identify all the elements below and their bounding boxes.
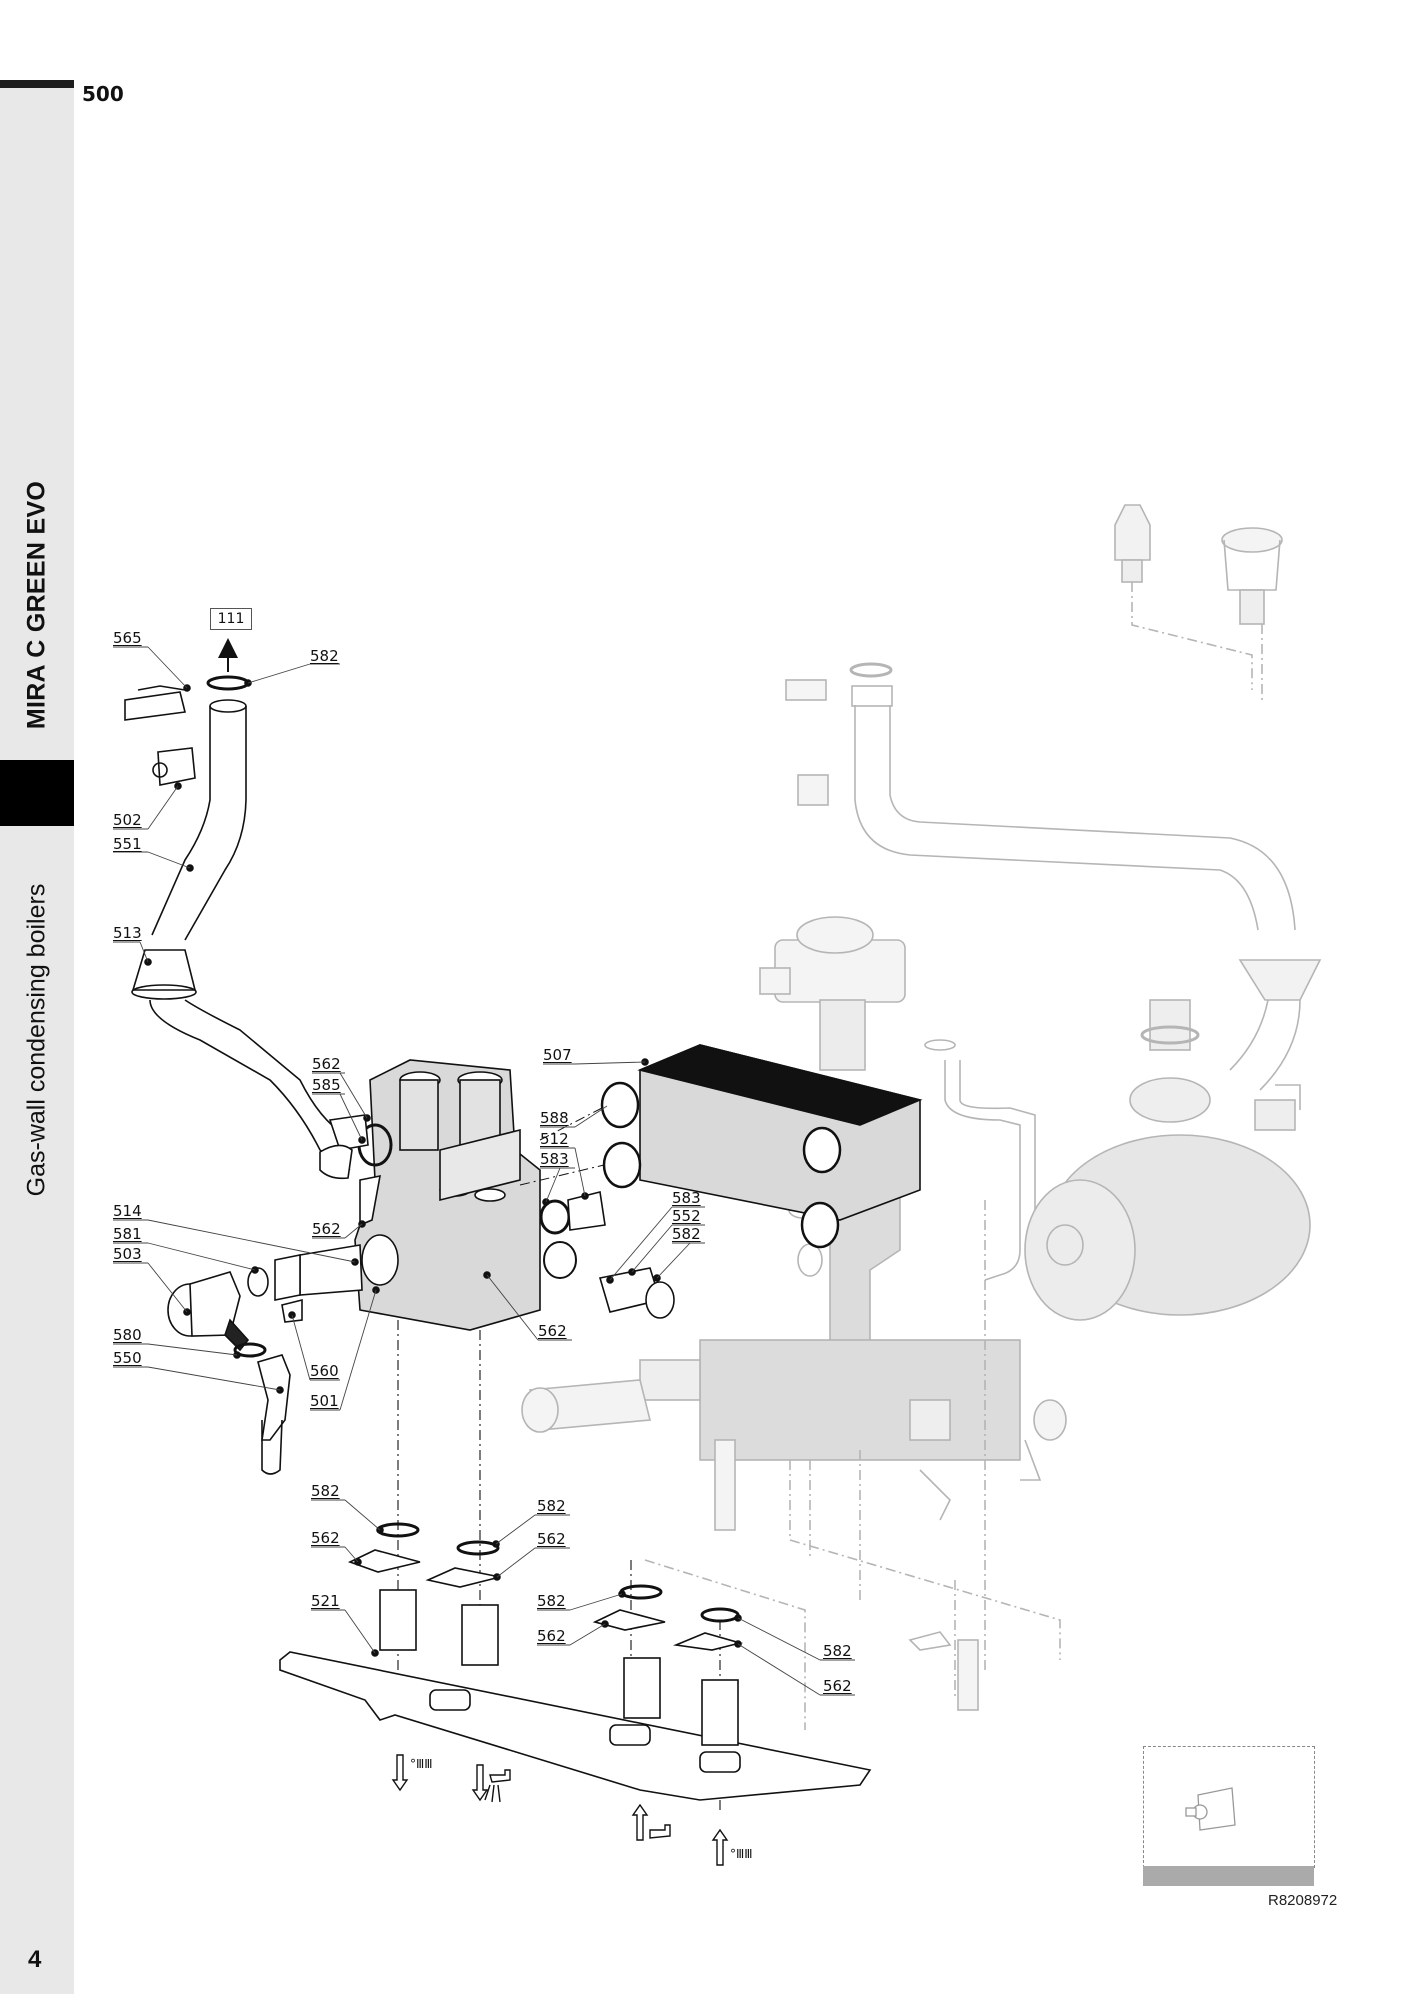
- callout-565: 565: [113, 629, 142, 647]
- part-552-connector: [483, 1241, 675, 1319]
- part-503-safety-valve: [167, 1271, 250, 1352]
- part-507-plate-heat-exchanger: [519, 1044, 923, 1249]
- part-521-fittings-plate: [279, 1589, 872, 1801]
- callout-582: 582: [311, 1482, 340, 1500]
- part-585-oring-562-clip: [319, 1114, 393, 1180]
- callout-588: 588: [540, 1109, 569, 1127]
- callout-502: 502: [113, 811, 142, 829]
- callout-562: 562: [311, 1529, 340, 1547]
- part-560-clip: [281, 1298, 303, 1323]
- callout-562: 562: [312, 1220, 341, 1238]
- reference-code: R8208972: [1268, 1892, 1338, 1909]
- part-502-sensor: [152, 747, 196, 790]
- part-550-elbow: [257, 1354, 291, 1475]
- heating-return-in-icon: °ⅢⅢ: [711, 1828, 753, 1866]
- callout-521: 521: [311, 1592, 340, 1610]
- section-marker-block: [0, 760, 74, 826]
- top-rule: [0, 80, 74, 88]
- callout-582: 582: [537, 1592, 566, 1610]
- part-501-hydraulic-block: [354, 1059, 541, 1331]
- part-581-nut: [247, 1266, 269, 1297]
- callout-562: 562: [823, 1677, 852, 1695]
- ghost-pipe-top: [785, 662, 1322, 1091]
- sidebar-band: [0, 84, 74, 1994]
- part-512-583-check-valve: [539, 1191, 606, 1235]
- reference-box-111: 111: [210, 608, 252, 630]
- inset-bar: [1143, 1866, 1314, 1886]
- callout-583: 583: [672, 1189, 701, 1207]
- svg-text:°ⅢⅢ: °ⅢⅢ: [410, 1757, 433, 1771]
- page-number: 4: [28, 1946, 42, 1973]
- fittings: [379, 1589, 739, 1746]
- callout-507: 507: [543, 1046, 572, 1064]
- callout-512: 512: [540, 1130, 569, 1148]
- heating-flow-out-icon: °ⅢⅢ: [391, 1754, 433, 1792]
- callout-562: 562: [537, 1627, 566, 1645]
- callout-560: 560: [310, 1362, 339, 1380]
- callout-513: 513: [113, 924, 142, 942]
- section-number: 500: [82, 82, 124, 106]
- part-582-oring-top: [206, 675, 252, 691]
- ghost-fan-pump: [759, 916, 1311, 1321]
- inset-sensor-icon: [1185, 1787, 1236, 1831]
- callout-582: 582: [823, 1642, 852, 1660]
- ghost-pressure-sensors: [1114, 504, 1283, 700]
- main-assembly: [124, 638, 923, 1810]
- cold-water-in-icon: [631, 1803, 671, 1841]
- ghost-assembly: [521, 504, 1322, 1730]
- callout-583: 583: [540, 1150, 569, 1168]
- ghost-hydraulic-group: [521, 1194, 1067, 1730]
- callout-503: 503: [113, 1245, 142, 1263]
- inset-frame: [1143, 1746, 1315, 1868]
- part-551-pipe: [151, 699, 247, 941]
- part-582-562-seals-clips: [347, 1522, 744, 1651]
- part-513-cone: [131, 949, 356, 1171]
- callout-514: 514: [113, 1202, 142, 1220]
- callout-551: 551: [113, 835, 142, 853]
- dhw-out-icon: [471, 1764, 511, 1803]
- callout-550: 550: [113, 1349, 142, 1367]
- callout-581: 581: [113, 1225, 142, 1243]
- part-565-clip: [124, 684, 191, 721]
- callout-562: 562: [312, 1055, 341, 1073]
- callout-582: 582: [672, 1225, 701, 1243]
- part-580-oring: [233, 1342, 267, 1359]
- callout-582: 582: [310, 647, 339, 665]
- callout-501: 501: [310, 1392, 339, 1410]
- connection-symbols: °ⅢⅢ °ⅢⅢ: [391, 1754, 753, 1866]
- callout-562: 562: [537, 1530, 566, 1548]
- callout-552: 552: [672, 1207, 701, 1225]
- callout-580: 580: [113, 1326, 142, 1344]
- callout-585: 585: [312, 1076, 341, 1094]
- part-514-filter: [274, 1234, 399, 1301]
- callout-582: 582: [537, 1497, 566, 1515]
- leader-lines: [113, 646, 855, 1696]
- callout-562: 562: [538, 1322, 567, 1340]
- svg-text:°ⅢⅢ: °ⅢⅢ: [730, 1847, 753, 1861]
